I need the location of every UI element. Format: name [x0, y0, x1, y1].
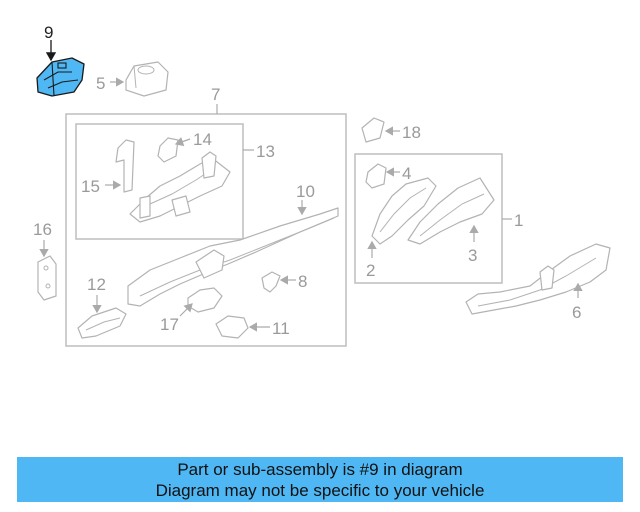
banner-line-2: Diagram may not be specific to your vehi…	[155, 481, 485, 500]
part-8-clip[interactable]	[261, 271, 281, 293]
part-12-bracket[interactable]	[77, 307, 127, 339]
part-4-bracket[interactable]	[365, 163, 387, 189]
callout-9[interactable]: 9	[44, 23, 53, 42]
part-15-stay[interactable]	[115, 139, 135, 193]
callout-13[interactable]: 13	[256, 142, 275, 161]
callout-2[interactable]: 2	[366, 261, 375, 280]
callout-14[interactable]: 14	[193, 130, 212, 149]
leader-14	[174, 137, 191, 147]
info-banner: Part or sub-assembly is #9 in diagram Di…	[17, 457, 623, 502]
callout-16[interactable]: 16	[33, 220, 52, 239]
part-2-apron[interactable]	[371, 177, 437, 245]
callout-12[interactable]: 12	[87, 275, 106, 294]
callout-11[interactable]: 11	[272, 319, 290, 338]
part-16-plate[interactable]	[37, 255, 57, 301]
part-3-apron[interactable]	[407, 177, 495, 245]
callout-6[interactable]: 6	[572, 303, 581, 322]
part-9-bracket[interactable]	[36, 57, 85, 97]
callout-18[interactable]: 18	[402, 123, 421, 142]
part-6-member[interactable]	[465, 243, 611, 315]
leader-17	[179, 303, 193, 317]
part-13-assembly[interactable]	[129, 151, 231, 223]
part-10-rail[interactable]	[127, 207, 339, 307]
frame-7	[65, 113, 347, 347]
callout-17[interactable]: 17	[160, 315, 179, 334]
banner-line-1: Part or sub-assembly is #9 in diagram	[177, 460, 463, 479]
part-5-cap[interactable]	[125, 61, 169, 97]
callout-7[interactable]: 7	[211, 85, 220, 104]
callout-10[interactable]: 10	[296, 182, 315, 201]
part-18-bracket[interactable]	[361, 117, 385, 143]
part-11-bracket[interactable]	[215, 315, 249, 339]
callout-3[interactable]: 3	[468, 246, 477, 265]
callout-1[interactable]: 1	[514, 211, 523, 230]
callout-15[interactable]: 15	[81, 177, 100, 196]
callout-8[interactable]: 8	[298, 272, 307, 291]
callout-4[interactable]: 4	[402, 164, 411, 183]
part-17-bracket[interactable]	[187, 287, 223, 313]
part-14-bracket[interactable]	[157, 137, 179, 163]
callout-5[interactable]: 5	[96, 74, 105, 93]
frame-13	[75, 123, 244, 240]
